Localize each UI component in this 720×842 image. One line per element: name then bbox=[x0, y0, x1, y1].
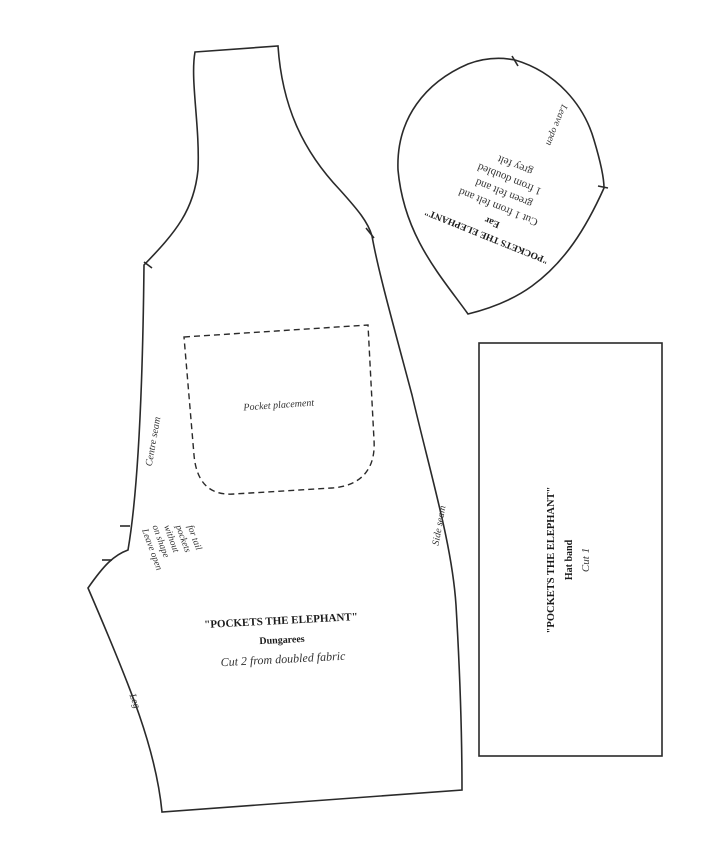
pocket-placement-outline bbox=[183, 324, 375, 495]
hat-band-instruction: Cut 1 bbox=[580, 548, 592, 572]
dungarees-pattern-piece: Pocket placement Centre seam Side seam L… bbox=[87, 45, 463, 813]
ear-outline bbox=[397, 57, 605, 315]
centre-seam-notch bbox=[143, 261, 153, 269]
pocket-placement-label: Pocket placement bbox=[242, 398, 315, 414]
hat-band-outline bbox=[478, 342, 663, 757]
hat-band-name: Hat band bbox=[564, 539, 575, 580]
shoulder-notch bbox=[365, 227, 375, 239]
hat-band-pattern-piece: "POCKETS THE ELEPHANT" Hat band Cut 1 bbox=[478, 342, 663, 757]
leg-label: Leg bbox=[126, 691, 142, 710]
hat-band-label: "POCKETS THE ELEPHANT" Hat band Cut 1 bbox=[546, 487, 592, 634]
ear-pattern-piece: Leave open "POCKETS THE ELEPHANT" Ear Cu… bbox=[397, 55, 609, 315]
dungarees-instruction: Cut 2 from doubled fabric bbox=[220, 649, 346, 670]
ear-notch-side bbox=[597, 185, 609, 189]
dungarees-name: Dungarees bbox=[259, 634, 305, 647]
ear-notch-top bbox=[511, 55, 519, 67]
hat-band-title: "POCKETS THE ELEPHANT" bbox=[546, 487, 557, 634]
